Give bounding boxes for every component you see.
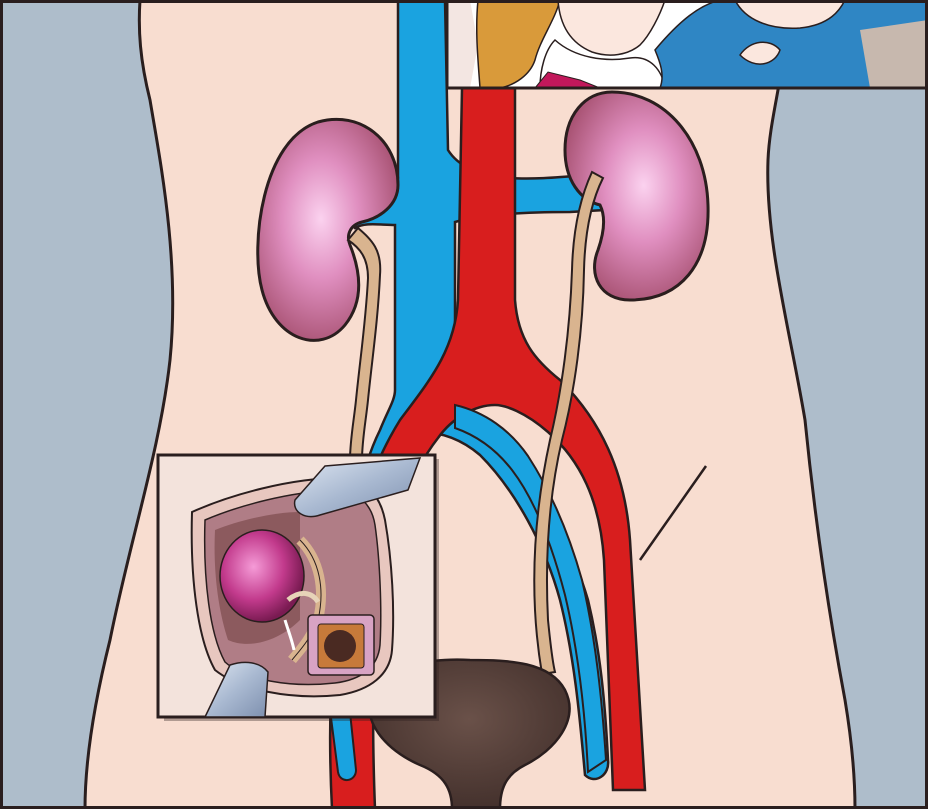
surgical-inset xyxy=(158,455,439,721)
stone xyxy=(324,630,356,662)
top-inset-illustration xyxy=(447,0,928,88)
inset-kidney xyxy=(220,530,304,622)
